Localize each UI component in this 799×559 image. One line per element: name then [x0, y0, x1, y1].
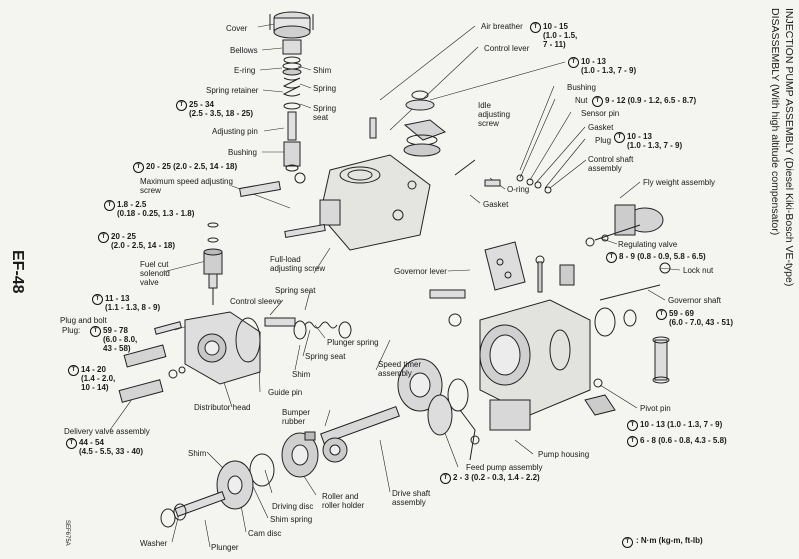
label-e-ring: E-ring	[234, 66, 256, 75]
control-lever-parts	[403, 90, 476, 176]
label-roller-holder: Roller and roller holder	[322, 492, 365, 510]
label-cam-disc: Cam disc	[248, 529, 282, 538]
label-max-speed-screw: Maximum speed adjusting screw	[140, 177, 233, 195]
label-idle-screw: Idle adjusting screw	[478, 101, 511, 128]
label-pump-housing: Pump housing	[538, 450, 590, 459]
torque-legend: T: N·m (kg-m, ft-lb)	[622, 536, 703, 548]
delivery-valves	[118, 321, 186, 403]
cam-plunger-drawing	[160, 453, 275, 528]
label-pivot-pin: Pivot pin	[640, 404, 671, 413]
label-spring-top: Spring	[313, 84, 337, 93]
label-feed-pump-assembly: Feed pump assembly	[466, 463, 543, 472]
label-o-ring: O-ring	[507, 185, 530, 194]
label-delivery-valve-assembly: Delivery valve assembly	[64, 427, 150, 436]
label-drive-shaft-assembly: Drive shaft assembly	[392, 489, 431, 507]
label-spring-seat-lower: Spring seat	[275, 286, 316, 295]
label-gasket-mid: Gasket	[483, 200, 509, 209]
label-bumper-rubber: Bumper rubber	[282, 408, 311, 426]
label-spring-retainer: Spring retainer	[206, 86, 259, 95]
label-fly-weight-assembly: Fly weight assembly	[643, 178, 716, 187]
label-bushing-left: Bushing	[228, 148, 257, 157]
figure-code: SEF675A	[64, 520, 70, 546]
label-shim-mid: Shim	[292, 370, 311, 379]
label-plunger: Plunger	[211, 543, 239, 552]
label-air-breather: Air breather	[481, 22, 523, 31]
label-control-shaft-assembly: Control shaft assembly	[588, 155, 634, 173]
label-lock-nut: Lock nut	[683, 266, 714, 275]
label-gasket-right: Gasket	[588, 123, 614, 132]
governor-lever-drawing	[429, 241, 526, 327]
label-speed-timer-assembly: Speed timer assembly	[378, 360, 422, 378]
label-bushing-right: Bushing	[567, 83, 596, 92]
label-shim-spring: Shim spring	[270, 515, 313, 524]
label-control-lever: Control lever	[484, 44, 530, 53]
label-fuel-cut-valve: Fuel cut solenoid valve	[140, 260, 170, 287]
label-washer: Washer	[140, 539, 168, 548]
timer-feedpump-drawing	[397, 358, 480, 461]
label-bellows: Bellows	[230, 46, 258, 55]
torque-symbol-icon: T	[622, 537, 633, 548]
label-sensor-pin: Sensor pin	[581, 109, 620, 118]
label-shim-bottom: Shim	[188, 449, 207, 458]
pump-housing-drawing	[479, 255, 591, 431]
label-driving-disc: Driving disc	[272, 502, 314, 511]
page-header: INJECTION PUMP ASSEMBLY (Diesel Kiki-Bos…	[756, 8, 796, 528]
label-cover: Cover	[226, 24, 248, 33]
pivot-parts	[584, 307, 670, 416]
label-guide-pin: Guide pin	[268, 388, 303, 397]
label-nut: Nut	[575, 96, 588, 105]
drive-shaft-drawing	[281, 405, 400, 478]
fly-weight-drawing	[559, 204, 671, 301]
label-regulating-valve: Regulating valve	[618, 240, 678, 249]
fuel-cut-valve-drawing	[203, 222, 223, 305]
label-plug-and-bolt: Plug and bolt	[60, 316, 107, 325]
label-distributor-head: Distributor head	[194, 403, 251, 412]
label-spring-seat-mid: Spring seat	[305, 352, 346, 361]
label-adjusting-pin: Adjusting pin	[212, 127, 258, 136]
sensor-parts	[484, 174, 552, 194]
left-screws	[239, 172, 326, 239]
section-title: INJECTION PUMP ASSEMBLY (Diesel Kiki-Bos…	[783, 8, 795, 287]
label-spring-seat-top: Spring seat	[313, 104, 337, 122]
label-control-sleeve: Control sleeve	[230, 297, 282, 306]
label-full-load-screw: Full-load adjusting screw	[270, 255, 326, 273]
label-plunger-spring: Plunger spring	[327, 338, 379, 347]
label-governor-shaft: Governor shaft	[668, 296, 721, 305]
subsection-title: DISASSEMBLY (With high altitude compensa…	[769, 8, 781, 236]
governor-cover	[319, 117, 431, 251]
distributor-head-drawing	[184, 311, 352, 385]
compensator-stack	[269, 11, 314, 172]
label-shim-top: Shim	[313, 66, 332, 75]
page-number: EF-48	[9, 250, 26, 294]
label-plug-right: Plug	[595, 136, 612, 145]
label-plug: Plug:	[62, 326, 81, 335]
label-governor-lever: Governor lever	[394, 267, 447, 276]
